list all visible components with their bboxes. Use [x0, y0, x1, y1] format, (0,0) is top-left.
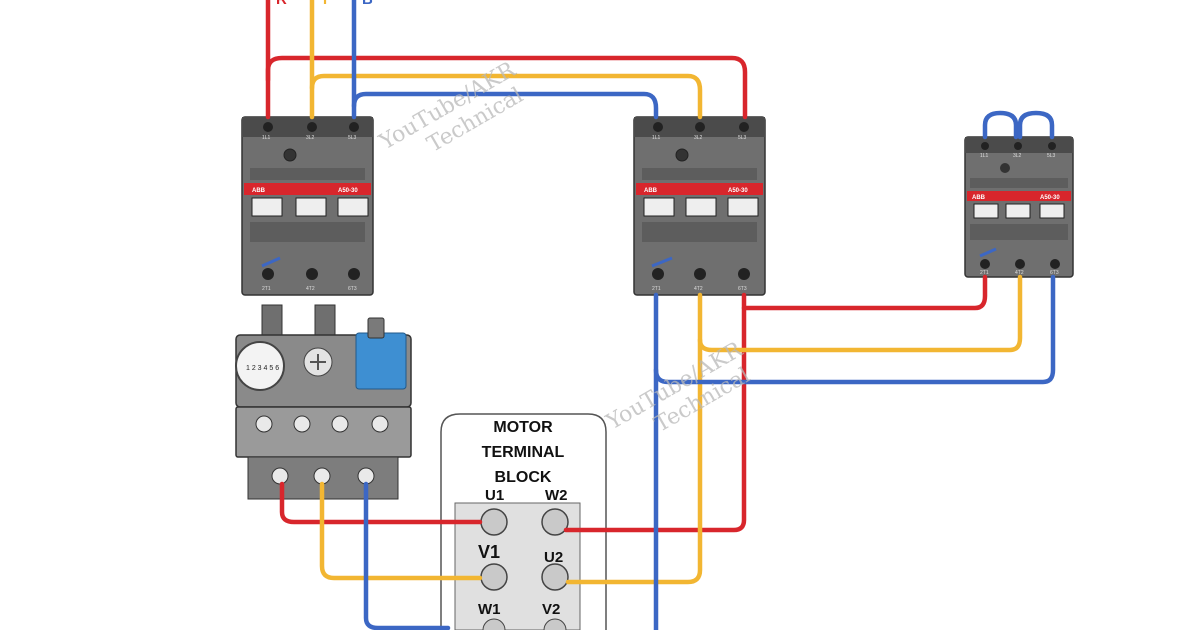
wire-y-to-delta: [309, 73, 703, 120]
main-bot-term-3: 6T3: [348, 286, 357, 292]
star-top-term-1: 1L1: [980, 153, 989, 159]
main-bot-term-2: 4T2: [306, 286, 315, 292]
delta-contactor: 1L1 3L2 5L3 ABB A50-30 2T1 4T2 6T3: [633, 116, 766, 296]
delta-top-term-2: 3L2: [694, 135, 703, 141]
delta-top-term-3: 5L3: [738, 135, 747, 141]
star-top-term-2: 3L2: [1013, 153, 1022, 159]
star-top-term-3: 5L3: [1047, 153, 1056, 159]
star-bot-term-1: 2T1: [980, 270, 989, 276]
terminal-block-title-2: TERMINAL: [482, 444, 565, 461]
test-button[interactable]: [355, 332, 407, 390]
delta-brand: ABB: [644, 188, 658, 194]
star-model: A50-30: [1040, 195, 1060, 201]
main-brand: ABB: [252, 188, 266, 194]
overload-dial-label: 1 2 3 4 5 6: [246, 365, 279, 372]
phase-b-label: B: [362, 0, 373, 8]
overload-relay: 1 2 3 4 5 6: [235, 304, 412, 500]
terminal-w1-label: W1: [478, 601, 501, 618]
star-brand: ABB: [972, 195, 986, 201]
delta-model: A50-30: [728, 188, 748, 194]
terminal-u1-label: U1: [485, 487, 504, 504]
wire-b-star: [653, 274, 1056, 385]
terminal-w2-label: W2: [545, 487, 568, 504]
main-top-term-1: 1L1: [262, 135, 271, 141]
main-top-term-2: 3L2: [306, 135, 315, 141]
terminal-block-title-3: BLOCK: [495, 469, 552, 486]
main-contactor: 1L1 3L2 5L3 ABB A50-30 2T1 4T2 6T3: [241, 116, 374, 296]
delta-top-term-1: 1L1: [652, 135, 661, 141]
star-short-link-1: [982, 110, 1019, 140]
terminal-block-title-1: MOTOR: [493, 419, 553, 436]
star-bot-term-3: 6T3: [1050, 270, 1059, 276]
main-model: A50-30: [338, 188, 358, 194]
wires: [265, 0, 1056, 630]
wire-y-star: [697, 274, 1023, 353]
terminal-v1-label: V1: [478, 542, 500, 562]
overload-dial[interactable]: [235, 341, 285, 391]
star-short-link-2: [1017, 110, 1055, 140]
terminal-u2-label: U2: [544, 549, 563, 566]
wire-b-olr-out: [363, 481, 451, 630]
wire-r-olr-out: [279, 481, 483, 525]
wire-y-olr-out: [319, 481, 483, 581]
star-bot-term-2: 4T2: [1015, 270, 1024, 276]
wire-r-star: [741, 274, 988, 311]
wire-y-delta-out: [565, 292, 703, 585]
delta-bot-term-2: 4T2: [694, 286, 703, 292]
delta-bot-term-3: 6T3: [738, 286, 747, 292]
star-contactor: 1L1 3L2 5L3 ABB A50-30 2T1 4T2 6T3: [964, 136, 1074, 278]
phase-r-label: R: [276, 0, 287, 8]
wire-b-to-delta: [351, 91, 659, 120]
main-top-term-3: 5L3: [348, 135, 357, 141]
wire-r-delta-out: [563, 292, 747, 533]
main-bot-term-1: 2T1: [262, 286, 271, 292]
watermark-2: YouTube/AKR Technical: [602, 337, 755, 438]
wire-r-to-delta: [265, 55, 748, 120]
delta-bot-term-1: 2T1: [652, 286, 661, 292]
phase-y-label: Y: [320, 0, 330, 8]
terminal-v2-label: V2: [542, 601, 560, 618]
